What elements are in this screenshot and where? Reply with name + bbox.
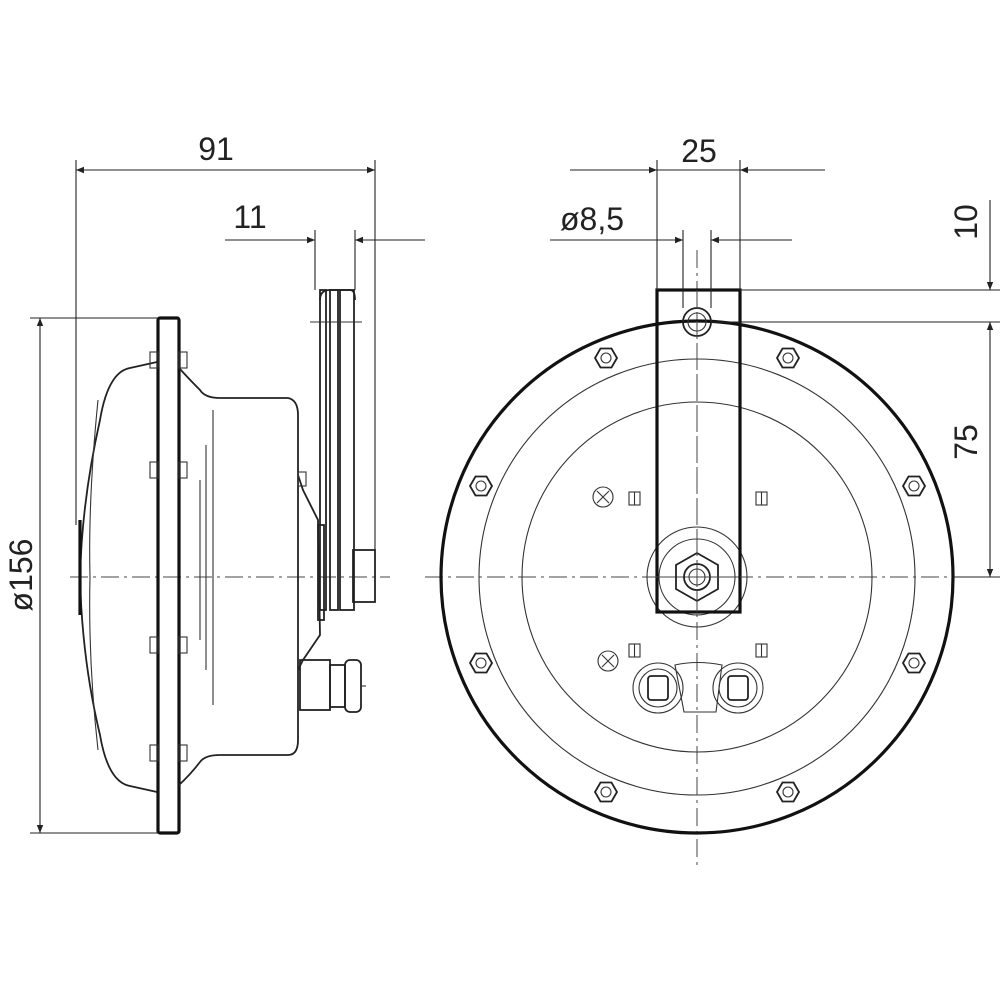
rear-cap xyxy=(297,474,321,671)
dim-label-10: 10 xyxy=(948,204,984,240)
diaphragm-ring xyxy=(521,401,873,753)
dim-label-11: 11 xyxy=(233,199,266,235)
adjust-screws xyxy=(592,486,768,672)
dim-label-91: 91 xyxy=(198,131,234,167)
side-bracket xyxy=(310,289,376,611)
front-bracket xyxy=(655,288,742,614)
mounting-flange xyxy=(156,316,181,835)
connector xyxy=(299,659,366,713)
dim-label-75: 75 xyxy=(948,424,984,460)
hub-outer xyxy=(646,526,748,628)
side-nut xyxy=(352,549,376,603)
dim-label-156: ø156 xyxy=(3,539,39,612)
front-view: 25 ø8,5 10 75 xyxy=(425,133,1000,865)
terminals xyxy=(632,661,764,714)
rim-bolts xyxy=(468,347,927,803)
dim-label-hole: ø8,5 xyxy=(560,201,624,237)
flange-bolts xyxy=(149,351,188,762)
dim-label-25: 25 xyxy=(681,133,717,169)
side-view: 91 11 ø156 xyxy=(3,131,425,835)
horn-body xyxy=(178,367,299,786)
